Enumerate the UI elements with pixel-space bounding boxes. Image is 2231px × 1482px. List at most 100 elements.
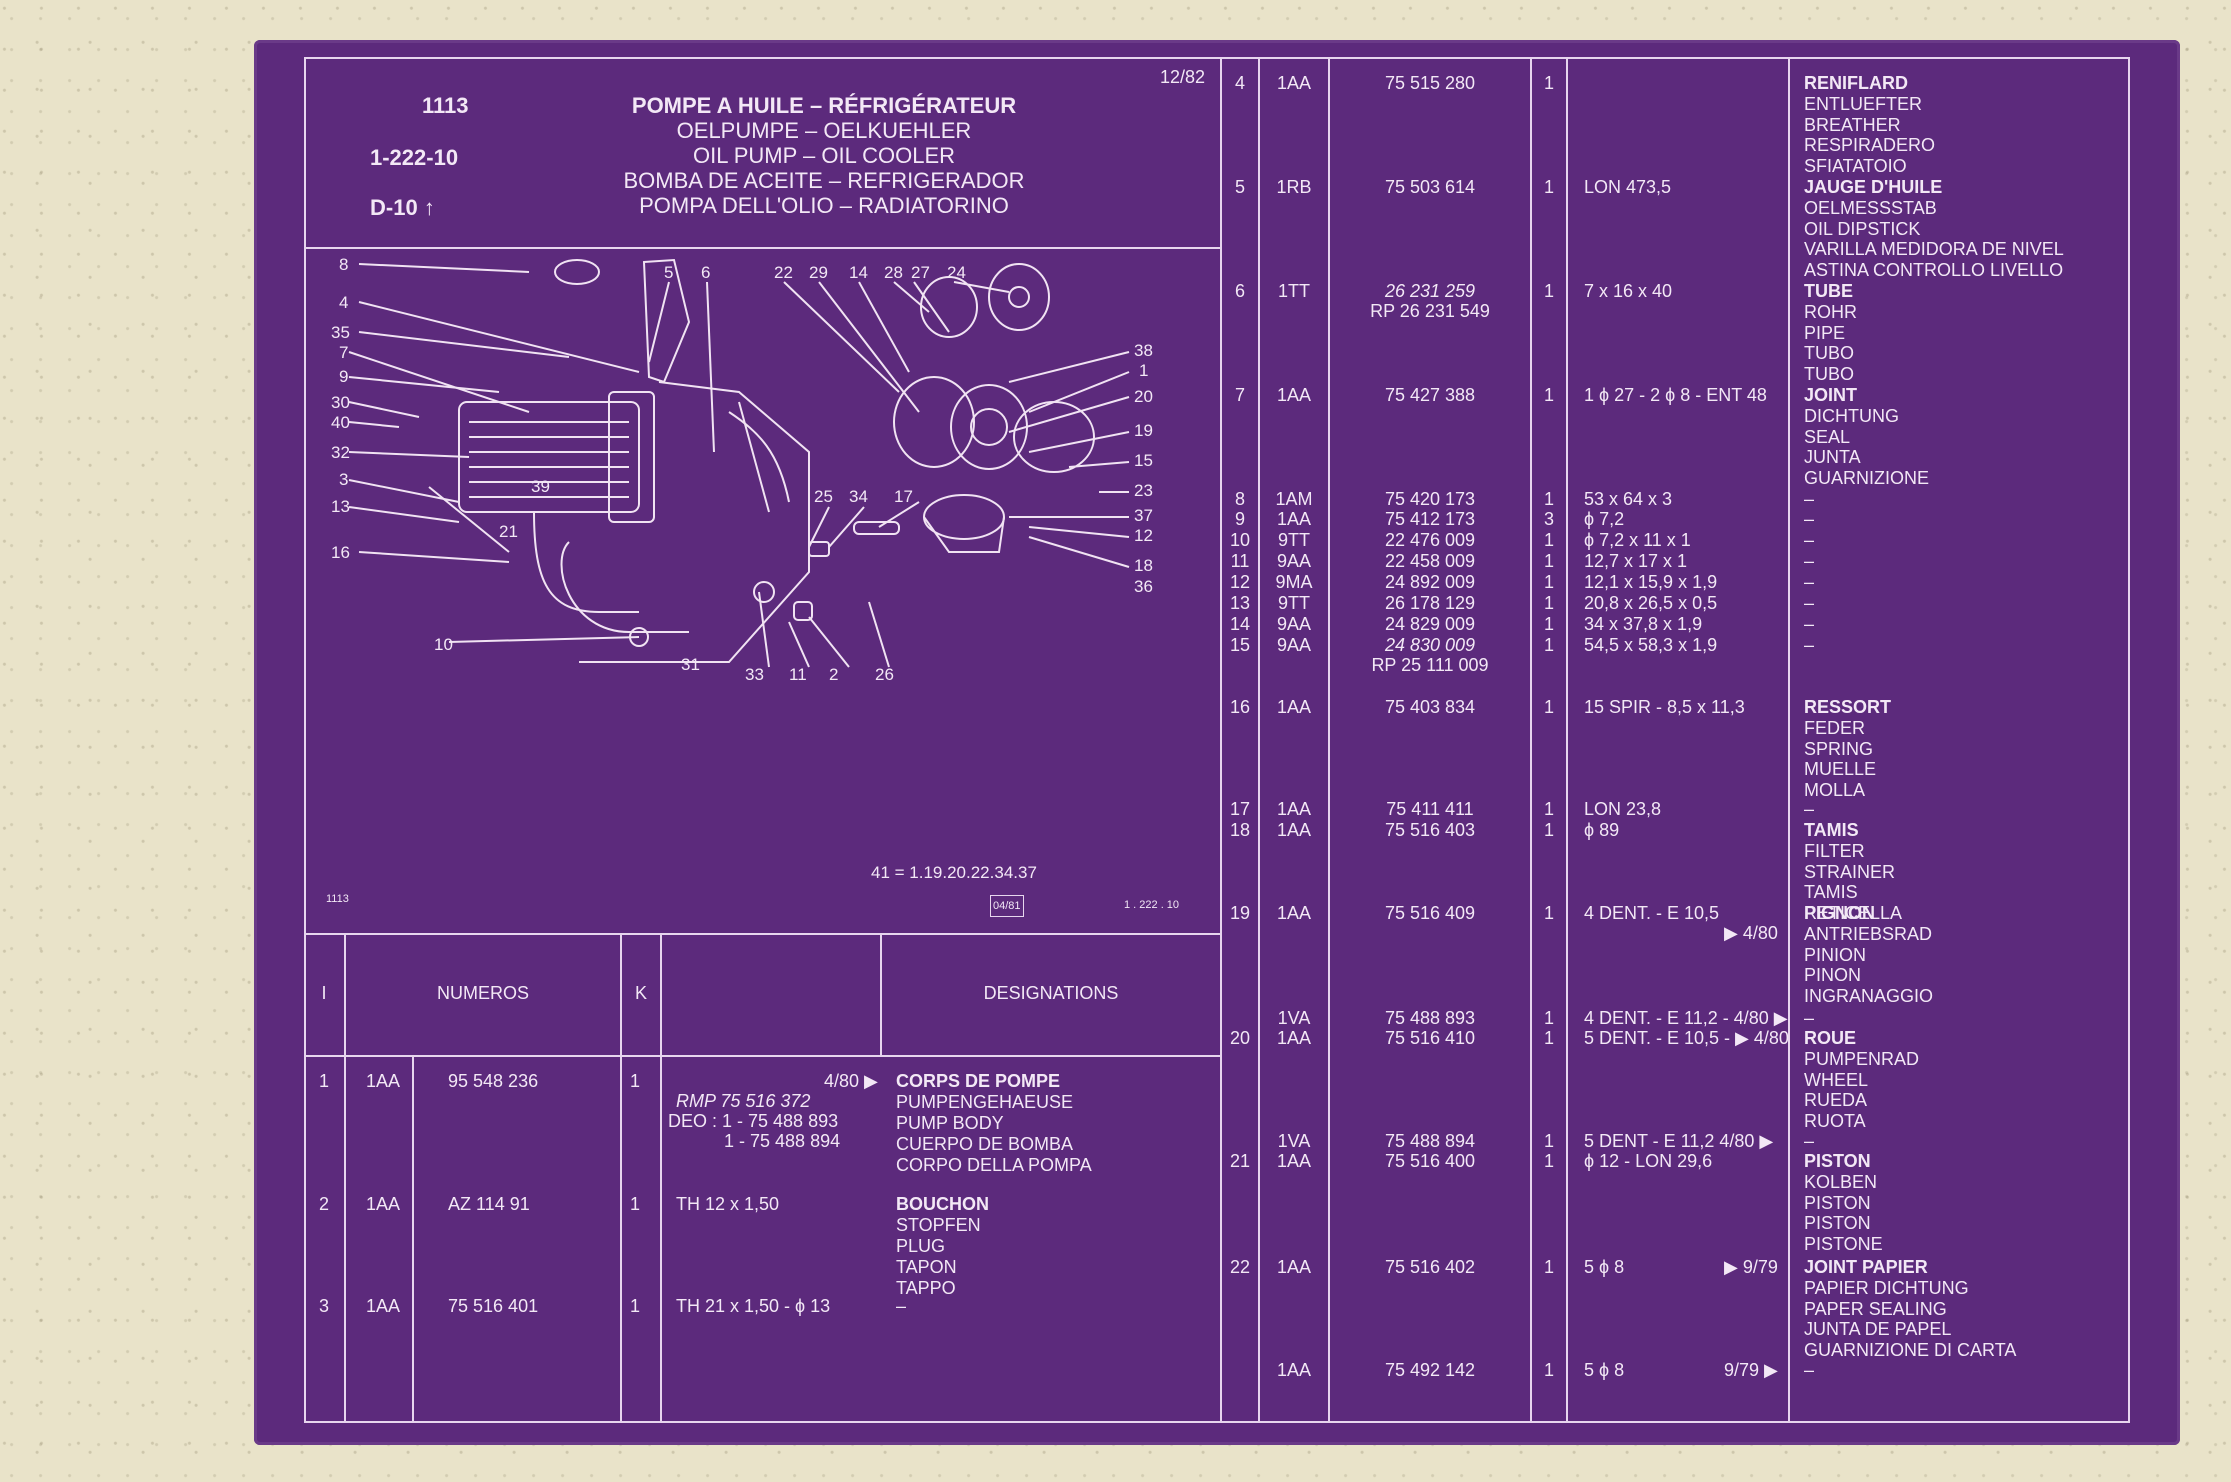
row-designation: INGRANAGGIO <box>1804 986 1934 1007</box>
row-extra: 1 - 75 488 894 <box>724 1131 841 1151</box>
row-designation: JOINT <box>1804 385 1858 405</box>
row-designation: TAMIS <box>1804 820 1859 840</box>
row-index: 2 <box>318 1194 329 1214</box>
row-designation: PUMPENGEHAEUSE <box>896 1092 1074 1112</box>
row-designation: PISTON <box>1804 1192 1871 1213</box>
callout: 29 <box>809 263 828 282</box>
row-code: 1AA <box>1276 903 1312 923</box>
row-qty: 1 <box>1543 572 1554 592</box>
row-designation: TUBO <box>1804 364 1855 385</box>
row-designation: VARILLA MEDIDORA DE NIVEL <box>1804 239 2064 260</box>
col-header-k: K <box>634 983 647 1003</box>
row-designation: MOLLA <box>1804 780 1866 801</box>
callout: 33 <box>745 665 764 684</box>
row-extra: TH 21 x 1,50 - ϕ 13 <box>676 1296 831 1316</box>
col-header-designations: DESIGNATIONS <box>983 983 1119 1003</box>
row-spec: 34 x 37,8 x 1,9 <box>1584 614 1703 634</box>
row-designation: – <box>896 1296 907 1316</box>
page-code: 1113 <box>422 93 469 118</box>
row-number: 95 548 236 <box>448 1071 539 1091</box>
row-index: 20 <box>1229 1028 1251 1048</box>
row-index: 3 <box>318 1296 329 1316</box>
row-index: 15 <box>1229 635 1251 655</box>
row-code: 9AA <box>1276 551 1312 571</box>
row-qty: 1 <box>1543 281 1554 301</box>
row-qty: 1 <box>1543 697 1554 717</box>
callout: 15 <box>1134 451 1153 470</box>
row-designation: – <box>1804 614 1815 634</box>
row-designation: OELMESSSTAB <box>1804 197 1937 218</box>
row-number: 24 829 009 <box>1384 614 1476 634</box>
row-designation: – <box>1804 572 1815 592</box>
page-number: D-10 ↑ <box>370 195 435 220</box>
row-spec: 5 ϕ 8 <box>1584 1360 1625 1380</box>
row-designation: – <box>1804 551 1815 571</box>
row-index: 5 <box>1234 177 1245 197</box>
row-designation: TUBO <box>1804 343 1855 364</box>
row-spec: ϕ 89 <box>1584 820 1620 840</box>
callout: 36 <box>1134 577 1153 596</box>
row-extra: DEO : 1 - 75 488 893 <box>668 1111 839 1131</box>
row-index: 6 <box>1234 281 1245 301</box>
row-number: 75 488 893 <box>1384 1008 1476 1028</box>
row-designation: TUBE <box>1804 281 1853 301</box>
corner-date: 04/81 <box>990 895 1024 917</box>
row-designation: WHEEL <box>1804 1069 1869 1090</box>
row-spec: 12,7 x 17 x 1 <box>1584 551 1688 571</box>
row-qty: 1 <box>1543 903 1554 923</box>
row-number: 24 830 009 <box>1384 635 1476 655</box>
exploded-diagram: 8 4 35 7 9 30 40 32 3 13 16 5 6 22 29 14… <box>331 255 1153 684</box>
row-designation: PLUG <box>896 1236 946 1256</box>
row-designation: – <box>1804 593 1815 613</box>
row-index: 9 <box>1234 509 1245 529</box>
row-spec: 53 x 64 x 3 <box>1584 489 1673 509</box>
row-designation: PUMPENRAD <box>1804 1048 1920 1069</box>
row-qty: 1 <box>1543 177 1554 197</box>
row-number: 26 231 259 <box>1384 281 1476 301</box>
row-index: 4 <box>1234 73 1245 93</box>
callout: 7 <box>339 343 348 362</box>
row-qty: 1 <box>1543 1257 1554 1277</box>
row-index: 1 <box>318 1071 329 1091</box>
row-number: 75 420 173 <box>1384 489 1476 509</box>
row-code: 1AA <box>1276 799 1312 819</box>
row-designation: ASTINA CONTROLLO LIVELLO <box>1804 260 2064 281</box>
row-qty: 3 <box>1543 509 1554 529</box>
callout: 4 <box>339 293 348 312</box>
row-index: 18 <box>1229 820 1251 840</box>
callout: 18 <box>1134 556 1153 575</box>
row-qty: 1 <box>1543 1028 1554 1048</box>
row-designation: PISTONE <box>1804 1234 1883 1255</box>
row-designation: PAPER SEALING <box>1804 1298 1947 1319</box>
row-qty: 1 <box>630 1194 641 1214</box>
row-designation: TAPPO <box>896 1278 956 1298</box>
callout: 40 <box>331 413 350 432</box>
row-designation: ENTLUEFTER <box>1804 93 1923 114</box>
row-designation: MUELLE <box>1804 759 1877 780</box>
callout: 27 <box>911 263 930 282</box>
microfiche-film <box>254 40 2180 1445</box>
row-designation: PIGNON <box>1804 903 1876 923</box>
row-extra: RMP 75 516 372 <box>676 1091 811 1111</box>
callout: 3 <box>339 470 348 489</box>
row-qty: 1 <box>1543 1360 1554 1380</box>
row-spec: ϕ 7,2 x 11 x 1 <box>1584 530 1691 550</box>
callout: 28 <box>884 263 903 282</box>
row-spec-note: 9/79 ▶ <box>1724 1360 1778 1380</box>
row-code: 1AA <box>1276 1028 1312 1048</box>
row-code: 1AA <box>1276 73 1312 93</box>
callout: 8 <box>339 255 348 274</box>
row-spec: 5 DENT - E 11,2 4/80 ▶ <box>1584 1131 1774 1151</box>
row-number: 26 178 129 <box>1384 593 1476 613</box>
row-designation: GUARNIZIONE DI CARTA <box>1804 1340 2017 1361</box>
row-qty: 1 <box>1543 530 1554 550</box>
row-spec: 4 DENT. - E 11,2 - 4/80 ▶ <box>1584 1008 1788 1028</box>
row-designation: – <box>1804 489 1815 509</box>
row-designation: – <box>1804 1008 1815 1028</box>
callout: 34 <box>849 487 868 506</box>
row-code: 1VA <box>1277 1131 1311 1151</box>
row-number: 75 488 894 <box>1384 1131 1476 1151</box>
row-qty: 1 <box>1543 551 1554 571</box>
row-designation: PUMP BODY <box>896 1113 1004 1133</box>
title-en: OIL PUMP – OIL COOLER <box>692 143 956 168</box>
